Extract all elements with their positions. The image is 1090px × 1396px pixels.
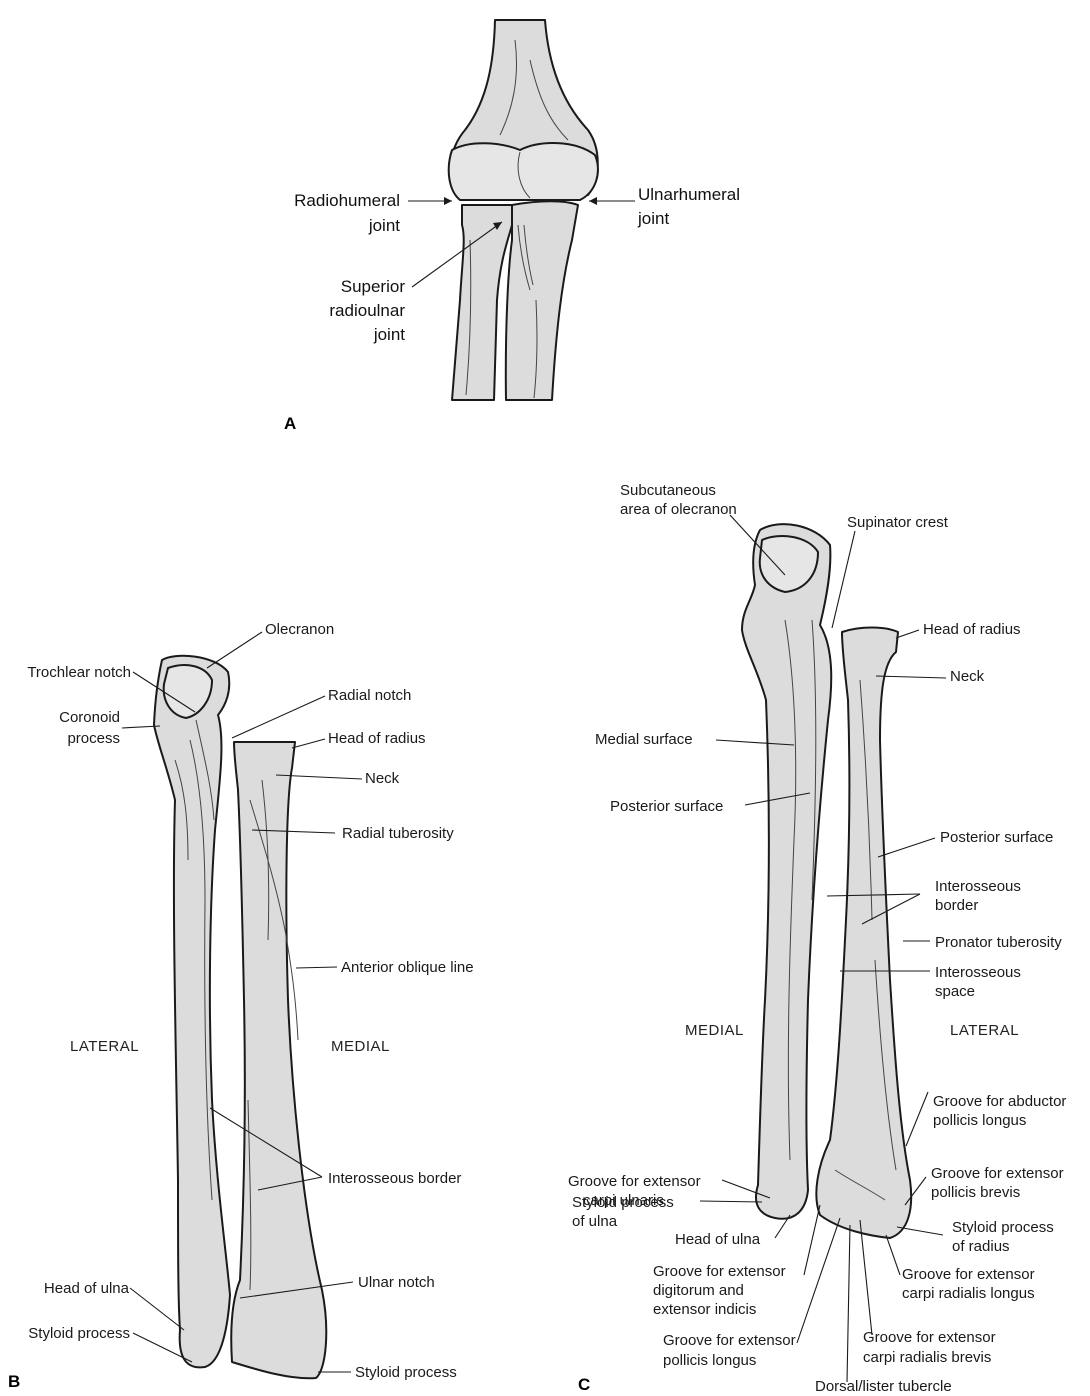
groove-edc-label-3: extensor indicis <box>653 1301 756 1318</box>
lateral-label-c: LATERAL <box>950 1022 1019 1039</box>
head-of-ulna-label-b: Head of ulna <box>44 1280 130 1297</box>
interosseous-border-label-c-2: border <box>935 897 978 914</box>
superior-radioulnar-label-1: Superior <box>341 277 406 296</box>
groove-apl-label-1: Groove for abductor <box>933 1093 1066 1110</box>
posterior-surface-right-label: Posterior surface <box>940 829 1053 846</box>
humerus-condyle-drawing <box>449 143 598 200</box>
dorsal-tubercle-label: Dorsal/lister tubercle <box>815 1378 952 1395</box>
interosseous-border-label-b: Interosseous border <box>328 1170 461 1187</box>
groove-ecrl-label-2: carpi radialis longus <box>902 1285 1035 1302</box>
neck-label-b: Neck <box>365 770 400 787</box>
panel-b: Olecranon Trochlear notch Radial notch C… <box>8 621 474 1391</box>
interosseous-space-label-1: Interosseous <box>935 964 1021 981</box>
radial-tuberosity-label: Radial tuberosity <box>342 825 454 842</box>
styloid-process-left-label: Styloid process <box>28 1325 130 1342</box>
groove-ecu-label-1: Groove for extensor <box>568 1173 701 1190</box>
groove-apl-label-2: pollicis longus <box>933 1112 1026 1129</box>
trochlear-notch-label: Trochlear notch <box>27 664 131 681</box>
head-of-radius-label-c: Head of radius <box>923 621 1021 638</box>
groove-epl-label-1: Groove for extensor <box>663 1332 796 1349</box>
styloid-ulna-label-1: Styloid process <box>572 1194 674 1211</box>
ulnarhumeral-label-2: joint <box>637 209 669 228</box>
radial-notch-label: Radial notch <box>328 687 411 704</box>
ulna-drawing-b <box>154 656 230 1368</box>
panel-a: Radiohumeral joint Ulnarhumeral joint Su… <box>284 20 740 433</box>
coronoid-label-2: process <box>67 730 120 747</box>
radiohumeral-label-1: Radiohumeral <box>294 191 400 210</box>
groove-ecrb-label-1: Groove for extensor <box>863 1329 996 1346</box>
groove-epl-label-2: pollicis longus <box>663 1352 756 1369</box>
groove-ecrl-label-1: Groove for extensor <box>902 1266 1035 1283</box>
lateral-label-b: LATERAL <box>70 1038 139 1055</box>
head-of-ulna-label-c: Head of ulna <box>675 1231 761 1248</box>
pronator-tuberosity-label: Pronator tuberosity <box>935 934 1062 951</box>
radius-drawing-b <box>231 742 326 1378</box>
radius-drawing-c <box>816 628 911 1239</box>
ulna-drawing-a <box>506 201 578 400</box>
styloid-radius-label-1: Styloid process <box>952 1219 1054 1236</box>
groove-ecrb-label-2: carpi radialis brevis <box>863 1349 991 1366</box>
styloid-ulna-label-2: of ulna <box>572 1213 618 1230</box>
radius-drawing-a <box>452 205 512 400</box>
head-of-radius-label-b: Head of radius <box>328 730 426 747</box>
medial-label-b: MEDIAL <box>331 1038 390 1055</box>
groove-epb-label-1: Groove for extensor <box>931 1165 1064 1182</box>
interosseous-border-label-c-1: Interosseous <box>935 878 1021 895</box>
interosseous-space-label-2: space <box>935 983 975 1000</box>
groove-epb-label-2: pollicis brevis <box>931 1184 1020 1201</box>
coronoid-label-1: Coronoid <box>59 709 120 726</box>
ulnar-notch-label: Ulnar notch <box>358 1274 435 1291</box>
panel-a-letter: A <box>284 414 296 433</box>
medial-label-c: MEDIAL <box>685 1022 744 1039</box>
superior-radioulnar-label-3: joint <box>373 325 405 344</box>
groove-edc-label-2: digitorum and <box>653 1282 744 1299</box>
styloid-process-right-label: Styloid process <box>355 1364 457 1381</box>
panel-b-letter: B <box>8 1372 20 1391</box>
ulnarhumeral-label-1: Ulnarhumeral <box>638 185 740 204</box>
olecranon-label: Olecranon <box>265 621 334 638</box>
radiohumeral-label-2: joint <box>368 216 400 235</box>
panel-c: Subcutaneous area of olecranon Supinator… <box>568 482 1066 1395</box>
neck-label-c: Neck <box>950 668 985 685</box>
superior-radioulnar-label-2: radioulnar <box>329 301 405 320</box>
panel-c-letter: C <box>578 1375 590 1394</box>
styloid-radius-label-2: of radius <box>952 1238 1010 1255</box>
anterior-oblique-line-label: Anterior oblique line <box>341 959 474 976</box>
posterior-surface-left-label: Posterior surface <box>610 798 723 815</box>
groove-edc-label-1: Groove for extensor <box>653 1263 786 1280</box>
subcutaneous-label-2: area of olecranon <box>620 501 737 518</box>
medial-surface-label: Medial surface <box>595 731 693 748</box>
supinator-crest-label: Supinator crest <box>847 514 949 531</box>
subcutaneous-label-1: Subcutaneous <box>620 482 716 499</box>
